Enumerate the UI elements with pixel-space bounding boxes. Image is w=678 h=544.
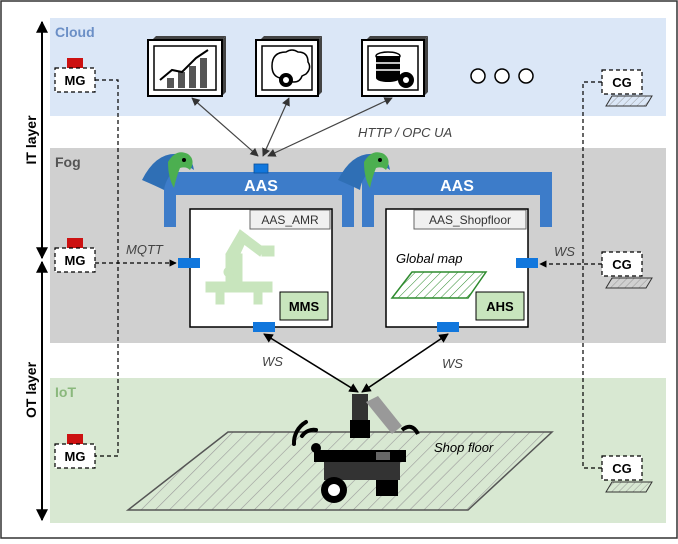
parrot-logo-icon bbox=[338, 152, 390, 190]
cg-top-label: CG bbox=[612, 75, 632, 90]
mg-bottom-red-icon bbox=[67, 434, 83, 444]
mg-bottom-label: MG bbox=[65, 449, 86, 464]
ahs-label: AHS bbox=[486, 299, 514, 314]
mg-top-label: MG bbox=[65, 73, 86, 88]
mg-top-red-icon bbox=[67, 58, 83, 68]
cg-top-map-icon bbox=[605, 95, 653, 107]
aas-right-ws-port bbox=[516, 258, 538, 268]
mg-gateway-top: MG bbox=[54, 58, 96, 93]
aas-left-name-box bbox=[249, 209, 331, 230]
aas-right: AAS AAS_Shopfloor Global map AHS bbox=[338, 152, 552, 332]
aas-left-header: AAS bbox=[244, 178, 278, 195]
ws-right-arrow bbox=[361, 333, 449, 393]
iot-label: IoT bbox=[55, 384, 76, 400]
mms-label: MMS bbox=[289, 299, 320, 314]
aas-right-header: AAS bbox=[440, 178, 474, 195]
ws-right-label: WS bbox=[554, 244, 575, 259]
analytics-chart-icon bbox=[147, 36, 226, 97]
mg-mid-label: MG bbox=[65, 253, 86, 268]
robot-arm-icon bbox=[205, 229, 275, 305]
cg-mid-box bbox=[601, 251, 643, 277]
http-opcua-label: HTTP / OPC UA bbox=[358, 125, 452, 140]
ahs-module bbox=[475, 291, 525, 321]
brain-gear-icon bbox=[255, 36, 322, 97]
mg-top-box bbox=[54, 67, 96, 93]
ws-left-arrow bbox=[263, 333, 359, 393]
aas-right-name: AAS_Shopfloor bbox=[429, 213, 511, 227]
cg-gateway-bottom: CG bbox=[601, 455, 653, 493]
aas-left-ws-port bbox=[253, 322, 275, 332]
cg-gateway-middle: CG bbox=[601, 251, 653, 289]
aas-left-mqtt-port bbox=[178, 258, 200, 268]
mobile-robot-icon bbox=[314, 394, 420, 503]
ws-right-down-label: WS bbox=[442, 356, 463, 371]
aas-left: AAS AAS_AMR MMS bbox=[142, 152, 354, 332]
cg-bottom-map-icon bbox=[605, 481, 653, 493]
aas-right-name-box bbox=[413, 209, 527, 230]
aas-right-ws-bottom-port bbox=[437, 322, 459, 332]
global-map-label: Global map bbox=[396, 251, 462, 266]
aas-right-frame bbox=[362, 172, 552, 227]
global-map-icon bbox=[390, 271, 488, 299]
more-icon bbox=[470, 68, 534, 84]
database-gear-icon bbox=[361, 36, 428, 97]
fog-label: Fog bbox=[55, 154, 81, 170]
cg-mid-map-icon bbox=[605, 277, 653, 289]
mg-gateway-middle: MG bbox=[54, 238, 96, 273]
parrot-logo-icon bbox=[142, 152, 194, 190]
cg-dashed-bus bbox=[582, 81, 602, 469]
arrow-analytics bbox=[191, 97, 259, 157]
shop-floor-label: Shop floor bbox=[434, 440, 494, 455]
cg-mid-label: CG bbox=[612, 257, 632, 272]
cg-bottom-label: CG bbox=[612, 461, 632, 476]
aas-left-name: AAS_AMR bbox=[261, 213, 319, 227]
aas-left-frame bbox=[164, 172, 354, 227]
aas-left-top-port bbox=[253, 163, 269, 174]
mqtt-label: MQTT bbox=[126, 242, 164, 257]
cloud-label: Cloud bbox=[55, 24, 95, 40]
it-layer-label: IT layer bbox=[23, 115, 39, 165]
ws-left-down-label: WS bbox=[262, 354, 283, 369]
mg-mid-box bbox=[54, 247, 96, 273]
mg-dashed-bus bbox=[95, 79, 119, 457]
ot-layer-label: OT layer bbox=[23, 361, 39, 418]
mg-mid-red-icon bbox=[67, 238, 83, 248]
mms-module bbox=[279, 291, 329, 321]
arrow-database bbox=[267, 97, 393, 157]
cloud-zone bbox=[50, 18, 666, 116]
